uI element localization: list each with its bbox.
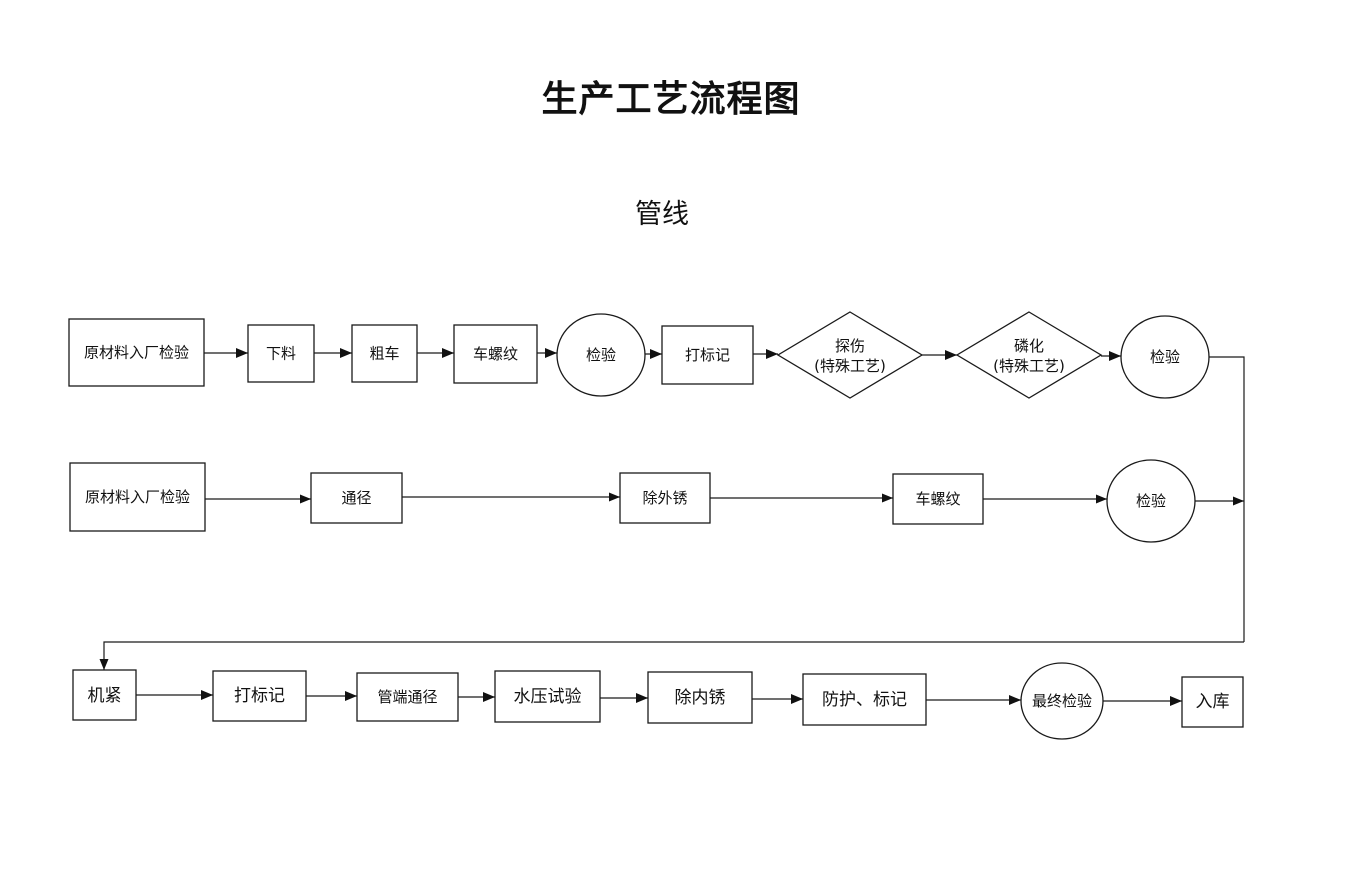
node-r3-final-inspect-label: 最终检验 [1032, 692, 1092, 710]
node-r1-marking-label: 打标记 [685, 346, 730, 364]
node-r1-phosph-label-1: 磷化 [1014, 337, 1044, 355]
connector-r1-right [1209, 356, 1245, 642]
node-r1-thread-label: 车螺纹 [473, 345, 518, 363]
node-r1-raw-inspect: 原材料入厂检验 [68, 318, 205, 387]
node-r2-inspect-label: 检验 [1136, 492, 1166, 510]
node-r3-derust-inner: 除内锈 [647, 671, 753, 724]
node-r2-inspect: 检验 [1106, 459, 1196, 543]
node-r3-protect-mark-label: 防护、标记 [822, 690, 907, 710]
node-r1-cut: 下料 [247, 324, 315, 383]
node-r3-end-gauge: 管端通径 [356, 672, 459, 722]
node-r1-thread: 车螺纹 [453, 324, 538, 384]
node-r3-hydro-test: 水压试验 [494, 670, 601, 723]
node-r3-protect-mark: 防护、标记 [802, 673, 927, 726]
node-r2-gauge-label: 通径 [341, 489, 371, 507]
node-r3-tighten-label: 机紧 [88, 686, 122, 706]
node-r1-cut-label: 下料 [266, 345, 296, 363]
node-r1-inspect-label: 检验 [586, 346, 616, 364]
page-title: 生产工艺流程图 [541, 79, 801, 120]
node-r1-phosphating: 磷化 (特殊工艺) [955, 311, 1103, 399]
node-r2-thread: 车螺纹 [892, 473, 984, 525]
node-r2-thread-label: 车螺纹 [915, 490, 960, 508]
node-r2-raw-inspect: 原材料入厂检验 [69, 462, 206, 532]
node-r2-raw-inspect-label: 原材料入厂检验 [85, 488, 190, 506]
connector-to-r3 [99, 641, 1244, 670]
node-r1-inspect: 检验 [556, 313, 646, 397]
node-r1-marking: 打标记 [661, 325, 754, 385]
node-r3-marking-label: 打标记 [234, 686, 285, 706]
node-r2-derust-outer: 除外锈 [619, 472, 711, 524]
node-r3-storage-label: 入库 [1196, 692, 1230, 712]
node-r1-flaw-detect: 探伤 (特殊工艺) [776, 311, 924, 399]
node-r1-rough-turn: 粗车 [351, 324, 418, 383]
node-r1-flaw-label-2: (特殊工艺) [814, 357, 886, 375]
node-r1-phosph-label-2: (特殊工艺) [993, 357, 1065, 375]
node-r3-end-gauge-label: 管端通径 [377, 688, 437, 706]
node-r3-hydro-test-label: 水压试验 [514, 687, 582, 707]
node-r1-raw-inspect-label: 原材料入厂检验 [84, 344, 189, 362]
node-r3-derust-inner-label: 除内锈 [675, 688, 726, 708]
node-r3-marking: 打标记 [212, 670, 307, 722]
node-r1-rough-turn-label: 粗车 [369, 345, 399, 363]
node-r1-inspect-2: 检验 [1120, 315, 1210, 399]
node-r3-final-inspect: 最终检验 [1020, 662, 1104, 740]
node-r2-gauge: 通径 [310, 472, 403, 524]
page-subtitle: 管线 [635, 199, 689, 230]
node-r3-tighten: 机紧 [72, 669, 137, 721]
node-r1-flaw-label-1: 探伤 [835, 337, 865, 355]
node-r2-derust-outer-label: 除外锈 [642, 489, 687, 507]
node-r1-inspect-2-label: 检验 [1150, 348, 1180, 366]
node-r3-storage: 入库 [1181, 676, 1244, 728]
